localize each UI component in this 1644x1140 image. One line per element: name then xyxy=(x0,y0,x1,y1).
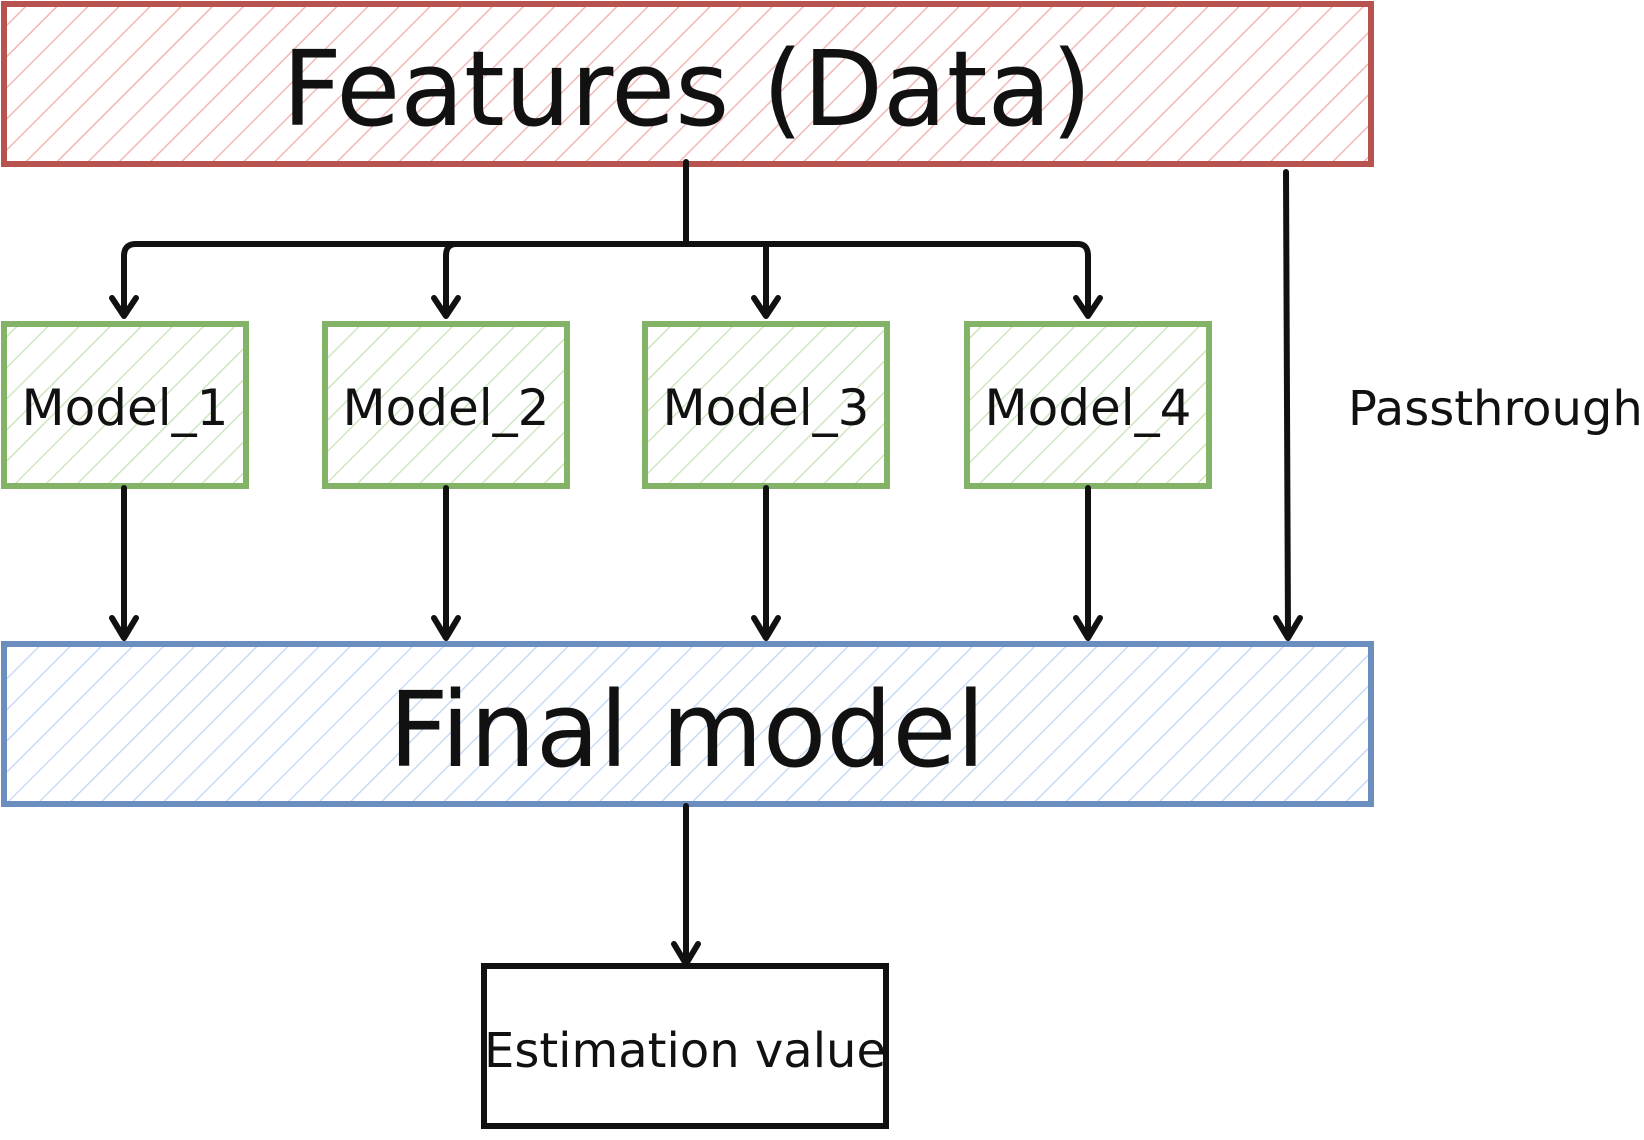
output-label: Estimation value xyxy=(484,1023,886,1079)
passthrough-label: Passthrough xyxy=(1348,381,1643,437)
model-label-4: Model_4 xyxy=(985,379,1192,437)
output-node: Estimation value xyxy=(481,963,889,1129)
passthrough-arrow xyxy=(1273,169,1303,641)
final-to-output-arrow xyxy=(671,803,701,967)
final-model-label: Final model xyxy=(389,669,986,791)
models-to-final-arrows xyxy=(109,485,1103,641)
final-model-node: Final model xyxy=(1,641,1374,807)
model-label-2: Model_2 xyxy=(343,379,550,437)
model-node-1: Model_1 xyxy=(1,321,249,489)
features-node: Features (Data) xyxy=(1,1,1374,167)
model-label-3: Model_3 xyxy=(663,379,870,437)
model-node-3: Model_3 xyxy=(642,321,890,489)
model-node-2: Model_2 xyxy=(322,321,570,489)
features-to-models-connector xyxy=(109,159,1103,319)
model-label-1: Model_1 xyxy=(22,379,229,437)
model-node-4: Model_4 xyxy=(964,321,1212,489)
features-label: Features (Data) xyxy=(282,28,1092,150)
